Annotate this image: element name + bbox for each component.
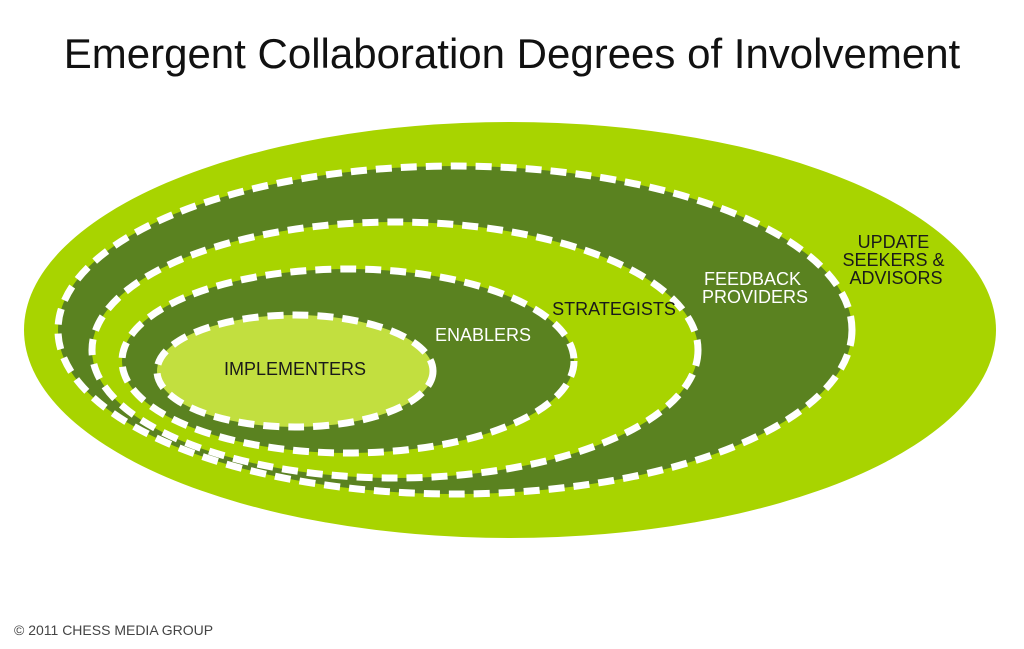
label-feedback-providers: FEEDBACK PROVIDERS [702, 269, 808, 307]
label-enablers: ENABLERS [435, 325, 531, 345]
diagram-title: Emergent Collaboration Degrees of Involv… [63, 30, 961, 77]
ring-implementers [153, 311, 437, 431]
label-implementers: IMPLEMENTERS [224, 359, 366, 379]
copyright-footer: © 2011 CHESS MEDIA GROUP [14, 622, 214, 638]
label-strategists: STRATEGISTS [552, 299, 676, 319]
label-update-seekers: UPDATE SEEKERS & ADVISORS [842, 232, 949, 288]
